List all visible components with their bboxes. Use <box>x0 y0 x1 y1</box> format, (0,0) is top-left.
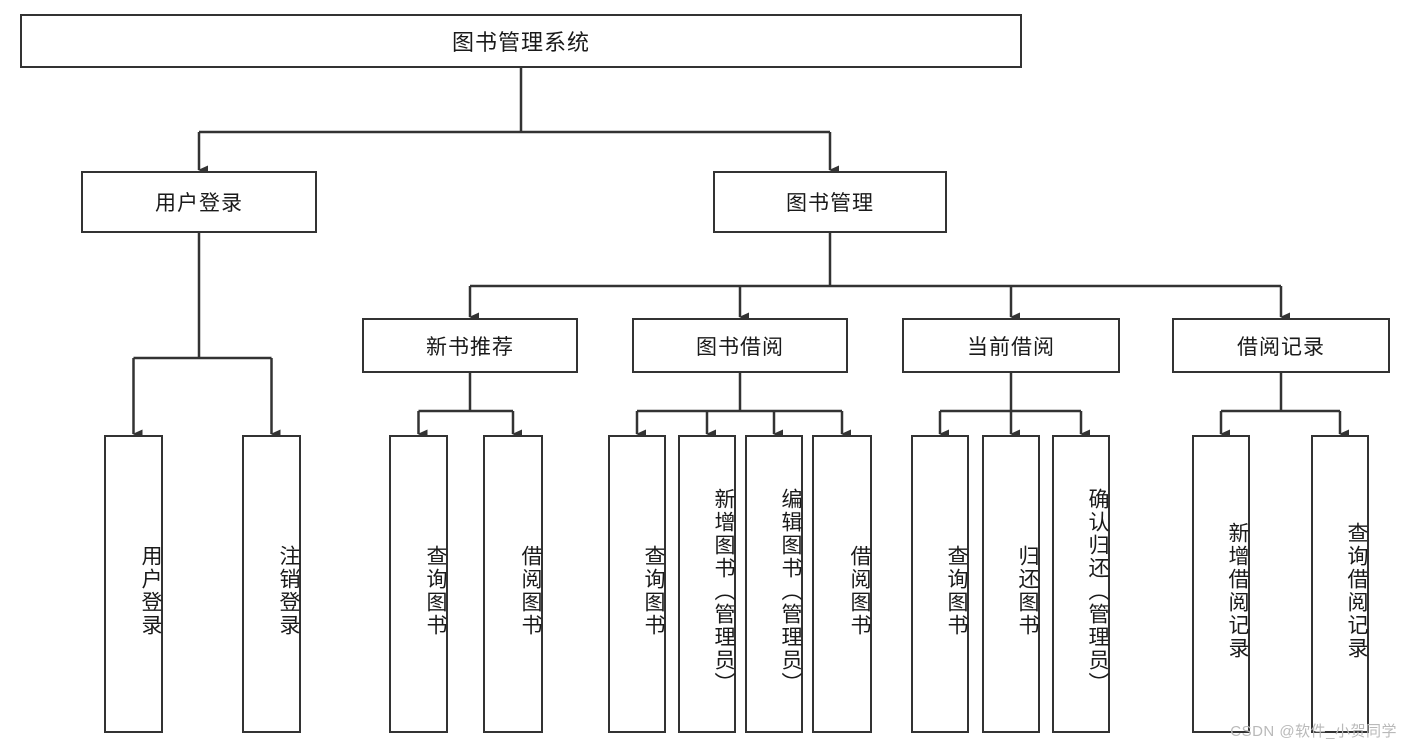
node-leaf-newbook-borrow[interactable]: 借阅图书 <box>483 435 543 733</box>
node-leaf-record-add[interactable]: 新增借阅记录 <box>1192 435 1250 733</box>
node-new-book-recommendation[interactable]: 新书推荐 <box>362 318 578 373</box>
node-root[interactable]: 图书管理系统 <box>20 14 1022 68</box>
node-label: 借阅记录 <box>1237 335 1325 359</box>
node-label: 借阅图书 <box>519 545 542 637</box>
node-label: 新增图书（管理员） <box>712 487 735 695</box>
node-leaf-borrow-book[interactable]: 借阅图书 <box>812 435 872 733</box>
node-label: 图书管理系统 <box>451 30 590 55</box>
node-label: 归还图书 <box>1016 545 1039 637</box>
node-label: 当前借阅 <box>967 335 1055 359</box>
node-label: 编辑图书（管理员） <box>779 487 802 695</box>
node-user-login[interactable]: 用户登录 <box>81 171 317 233</box>
node-label: 新书推荐 <box>426 335 514 359</box>
node-label: 用户登录 <box>155 192 243 215</box>
node-book-borrowing[interactable]: 图书借阅 <box>632 318 848 373</box>
node-leaf-borrow-query[interactable]: 查询图书 <box>608 435 666 733</box>
node-borrow-records[interactable]: 借阅记录 <box>1172 318 1390 373</box>
node-current-borrowing[interactable]: 当前借阅 <box>902 318 1120 373</box>
node-book-management[interactable]: 图书管理 <box>713 171 947 233</box>
node-leaf-borrow-add-book[interactable]: 新增图书（管理员） <box>678 435 736 733</box>
node-leaf-current-query[interactable]: 查询图书 <box>911 435 969 733</box>
node-label: 借阅图书 <box>848 545 871 637</box>
node-label: 图书管理 <box>786 192 874 215</box>
node-label: 确认归还（管理员） <box>1086 487 1109 695</box>
node-leaf-borrow-edit-book[interactable]: 编辑图书（管理员） <box>745 435 803 733</box>
node-label: 用户登录 <box>139 545 162 637</box>
node-leaf-current-confirm-return[interactable]: 确认归还（管理员） <box>1052 435 1110 733</box>
node-leaf-current-return[interactable]: 归还图书 <box>982 435 1040 733</box>
node-leaf-record-query[interactable]: 查询借阅记录 <box>1311 435 1369 733</box>
node-leaf-newbook-query[interactable]: 查询图书 <box>389 435 448 733</box>
node-label: 查询图书 <box>642 545 665 637</box>
node-label: 注销登录 <box>277 545 300 637</box>
node-leaf-user-login[interactable]: 用户登录 <box>104 435 163 733</box>
node-label: 查询借阅记录 <box>1345 522 1368 660</box>
node-label: 查询图书 <box>424 545 447 637</box>
node-label: 查询图书 <box>945 545 968 637</box>
node-label: 新增借阅记录 <box>1226 522 1249 660</box>
node-label: 图书借阅 <box>696 335 784 359</box>
watermark: CSDN @软件_小贺同学 <box>1230 723 1397 740</box>
node-leaf-user-logout[interactable]: 注销登录 <box>242 435 301 733</box>
